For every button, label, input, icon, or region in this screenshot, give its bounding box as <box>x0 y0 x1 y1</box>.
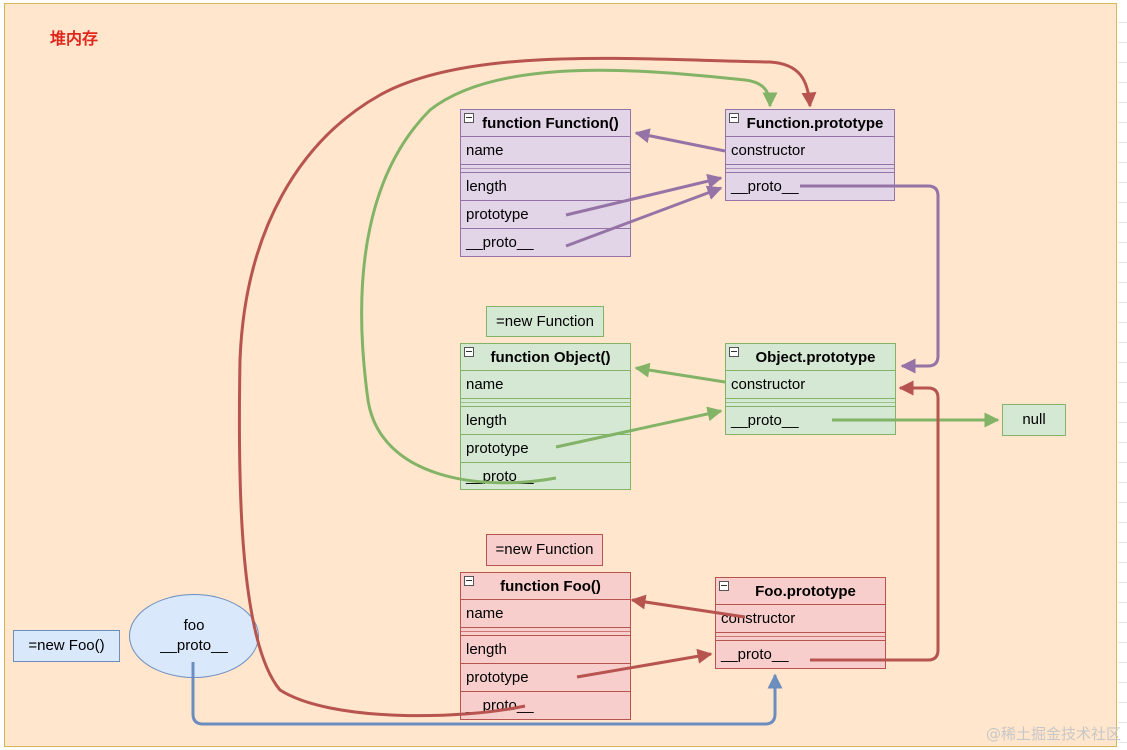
foo-instance-name: foo <box>183 617 205 634</box>
grid-strip <box>1118 3 1127 747</box>
collapse-icon[interactable] <box>464 113 474 123</box>
field-constructor: constructor <box>716 605 885 633</box>
function-prototype-header: Function.prototype <box>726 110 894 137</box>
new-function-label-green: =new Function <box>486 306 604 337</box>
object-prototype-title: Object.prototype <box>755 349 876 366</box>
foo-instance-proto: __proto__ <box>160 637 228 654</box>
method-length: length <box>461 173 630 201</box>
foo-prototype-title: Foo.prototype <box>755 583 856 600</box>
method-length: length <box>461 636 630 664</box>
arrow-function-prototype-proto-to-object-prototype <box>800 184 940 374</box>
method-prototype: prototype <box>461 201 630 229</box>
function-object-header: function Object() <box>461 344 630 371</box>
separator <box>716 633 885 641</box>
field-constructor: constructor <box>726 137 894 165</box>
arrow-object-prototype-link <box>555 406 723 449</box>
field-constructor: constructor <box>726 371 895 399</box>
field-name: name <box>461 137 630 165</box>
null-box: null <box>1002 404 1066 436</box>
method-prototype: prototype <box>461 435 630 463</box>
function-function-box[interactable]: function Function() name length prototyp… <box>460 109 631 257</box>
method-proto: __proto__ <box>466 234 534 251</box>
arrow-function-proto-link <box>565 185 723 248</box>
foo-prototype-box[interactable]: Foo.prototype constructor __proto__ <box>715 577 886 669</box>
method-prototype: prototype <box>461 664 630 692</box>
collapse-icon[interactable] <box>464 576 474 586</box>
arrow-function-prototype-link <box>565 173 723 217</box>
separator <box>726 399 895 407</box>
function-function-header: function Function() <box>461 110 630 137</box>
new-function-label-red: =new Function <box>486 534 603 566</box>
method-length: length <box>461 407 630 435</box>
function-foo-box[interactable]: function Foo() name length prototype __p… <box>460 572 631 720</box>
function-prototype-title: Function.prototype <box>746 115 884 132</box>
separator <box>461 399 630 407</box>
collapse-icon[interactable] <box>729 347 739 357</box>
arrow-foo-prototype-link <box>576 648 713 679</box>
collapse-icon[interactable] <box>464 347 474 357</box>
arrow-object-prototype-constructor <box>634 362 726 384</box>
collapse-icon[interactable] <box>719 581 729 591</box>
object-prototype-header: Object.prototype <box>726 344 895 371</box>
new-foo-label: =new Foo() <box>13 630 120 662</box>
arrow-foo-prototype-proto-to-object-prototype <box>810 380 940 662</box>
watermark: @稀土掘金技术社区 <box>985 725 1121 743</box>
heap-frame <box>4 3 1117 747</box>
field-name: name <box>461 371 630 399</box>
function-object-box[interactable]: function Object() name length prototype … <box>460 343 631 490</box>
heap-title: 堆内存 <box>50 29 99 48</box>
arrow-foo-prototype-constructor <box>630 594 746 619</box>
arrow-foo-instance-proto-to-foo-prototype <box>191 662 783 726</box>
separator <box>461 628 630 636</box>
function-foo-title: function Foo() <box>500 578 601 595</box>
collapse-icon[interactable] <box>729 113 739 123</box>
method-proto: __proto__ <box>731 178 799 195</box>
function-foo-header: function Foo() <box>461 573 630 600</box>
arrow-function-prototype-constructor <box>634 128 726 153</box>
separator <box>726 165 894 173</box>
arrow-foo-proto-to-function-prototype <box>237 56 817 718</box>
arrow-object-proto-to-function-prototype <box>360 68 778 485</box>
field-name: name <box>461 600 630 628</box>
function-object-title: function Object() <box>490 349 611 366</box>
method-proto: __proto__ <box>731 412 799 429</box>
method-proto: __proto__ <box>721 646 789 663</box>
function-function-title: function Function() <box>482 115 619 132</box>
separator <box>461 165 630 173</box>
method-proto: __proto__ <box>466 697 534 714</box>
foo-prototype-header: Foo.prototype <box>716 578 885 605</box>
